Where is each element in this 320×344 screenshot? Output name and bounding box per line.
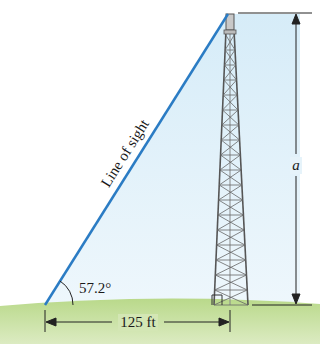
tower-brace <box>218 215 244 230</box>
tower-brace <box>217 230 245 245</box>
tower-brace <box>222 125 239 126</box>
arrowhead <box>219 318 229 326</box>
tower-brace <box>219 185 242 186</box>
tower-leg <box>234 30 248 305</box>
tower-brace <box>217 215 243 230</box>
tower-brace <box>223 95 237 96</box>
tower-brace <box>215 290 248 291</box>
tower-brace <box>222 125 240 140</box>
extension-line <box>230 310 231 332</box>
tower-brace <box>224 80 237 95</box>
tower-brace <box>215 275 247 290</box>
tower-brace <box>226 35 235 50</box>
tower-brace <box>217 245 246 260</box>
tower-brace <box>217 245 245 246</box>
tower-brace <box>224 65 236 80</box>
tower <box>214 14 248 305</box>
tower-brace <box>215 290 248 305</box>
tower-brace <box>225 50 235 51</box>
tower-brace <box>224 50 235 65</box>
tower-brace <box>220 155 240 170</box>
tower-brace <box>221 140 240 155</box>
tower-brace <box>222 110 238 125</box>
tower-brace <box>225 50 236 65</box>
tower-brace <box>219 200 243 201</box>
tower-brace <box>214 290 247 305</box>
dimension-label: 125 ft <box>118 314 157 331</box>
tower-brace <box>223 110 239 111</box>
tower-brace <box>221 125 239 140</box>
tower-brace <box>216 245 245 260</box>
tower-brace <box>221 140 240 155</box>
extension-line <box>252 305 312 306</box>
base-dimension <box>45 310 230 332</box>
dimension-line <box>47 322 112 323</box>
tower-brace <box>216 260 246 261</box>
tower-brace <box>224 65 235 66</box>
tower-brace <box>216 260 247 275</box>
tower-brace <box>220 170 241 171</box>
dimension-line <box>164 322 228 323</box>
tower-brace <box>214 305 248 306</box>
sky-region <box>45 14 300 305</box>
tower-brace <box>218 215 243 216</box>
tower-brace <box>221 155 242 170</box>
tower-brace <box>218 200 243 215</box>
tower-brace <box>219 170 241 185</box>
tower-brace <box>215 275 247 290</box>
tower-platform <box>224 30 236 34</box>
tower-brace <box>215 260 245 275</box>
tower-brace <box>221 140 239 141</box>
dimension-variable: a <box>290 157 302 174</box>
tower-brace <box>219 185 242 200</box>
tower-brace <box>219 185 242 200</box>
tower-brace <box>217 230 244 231</box>
tower-brace <box>223 80 236 95</box>
tower-brace <box>215 275 246 276</box>
tower-brace <box>223 110 239 125</box>
tower-brace <box>221 155 241 156</box>
tower-brace <box>219 200 244 215</box>
angle-label: 57.2° <box>77 280 113 297</box>
tower-brace <box>224 80 237 81</box>
tower-brace <box>224 65 236 80</box>
dimension-line <box>296 15 297 154</box>
height-dimension <box>238 13 312 305</box>
line-of-sight <box>45 14 228 305</box>
angle-arc <box>60 281 73 305</box>
ground <box>0 298 320 344</box>
dimension-line <box>296 176 297 303</box>
extension-line <box>238 13 312 14</box>
arrowhead <box>46 318 56 326</box>
extension-line <box>45 310 46 332</box>
right-angle-mark <box>212 295 222 305</box>
arrowhead <box>292 14 300 24</box>
tower-brace <box>217 230 245 245</box>
tower-brace <box>220 170 242 185</box>
arrowhead <box>292 294 300 304</box>
tower-brace <box>223 95 238 110</box>
tower-brace <box>223 95 238 110</box>
tower-brace <box>225 35 234 50</box>
